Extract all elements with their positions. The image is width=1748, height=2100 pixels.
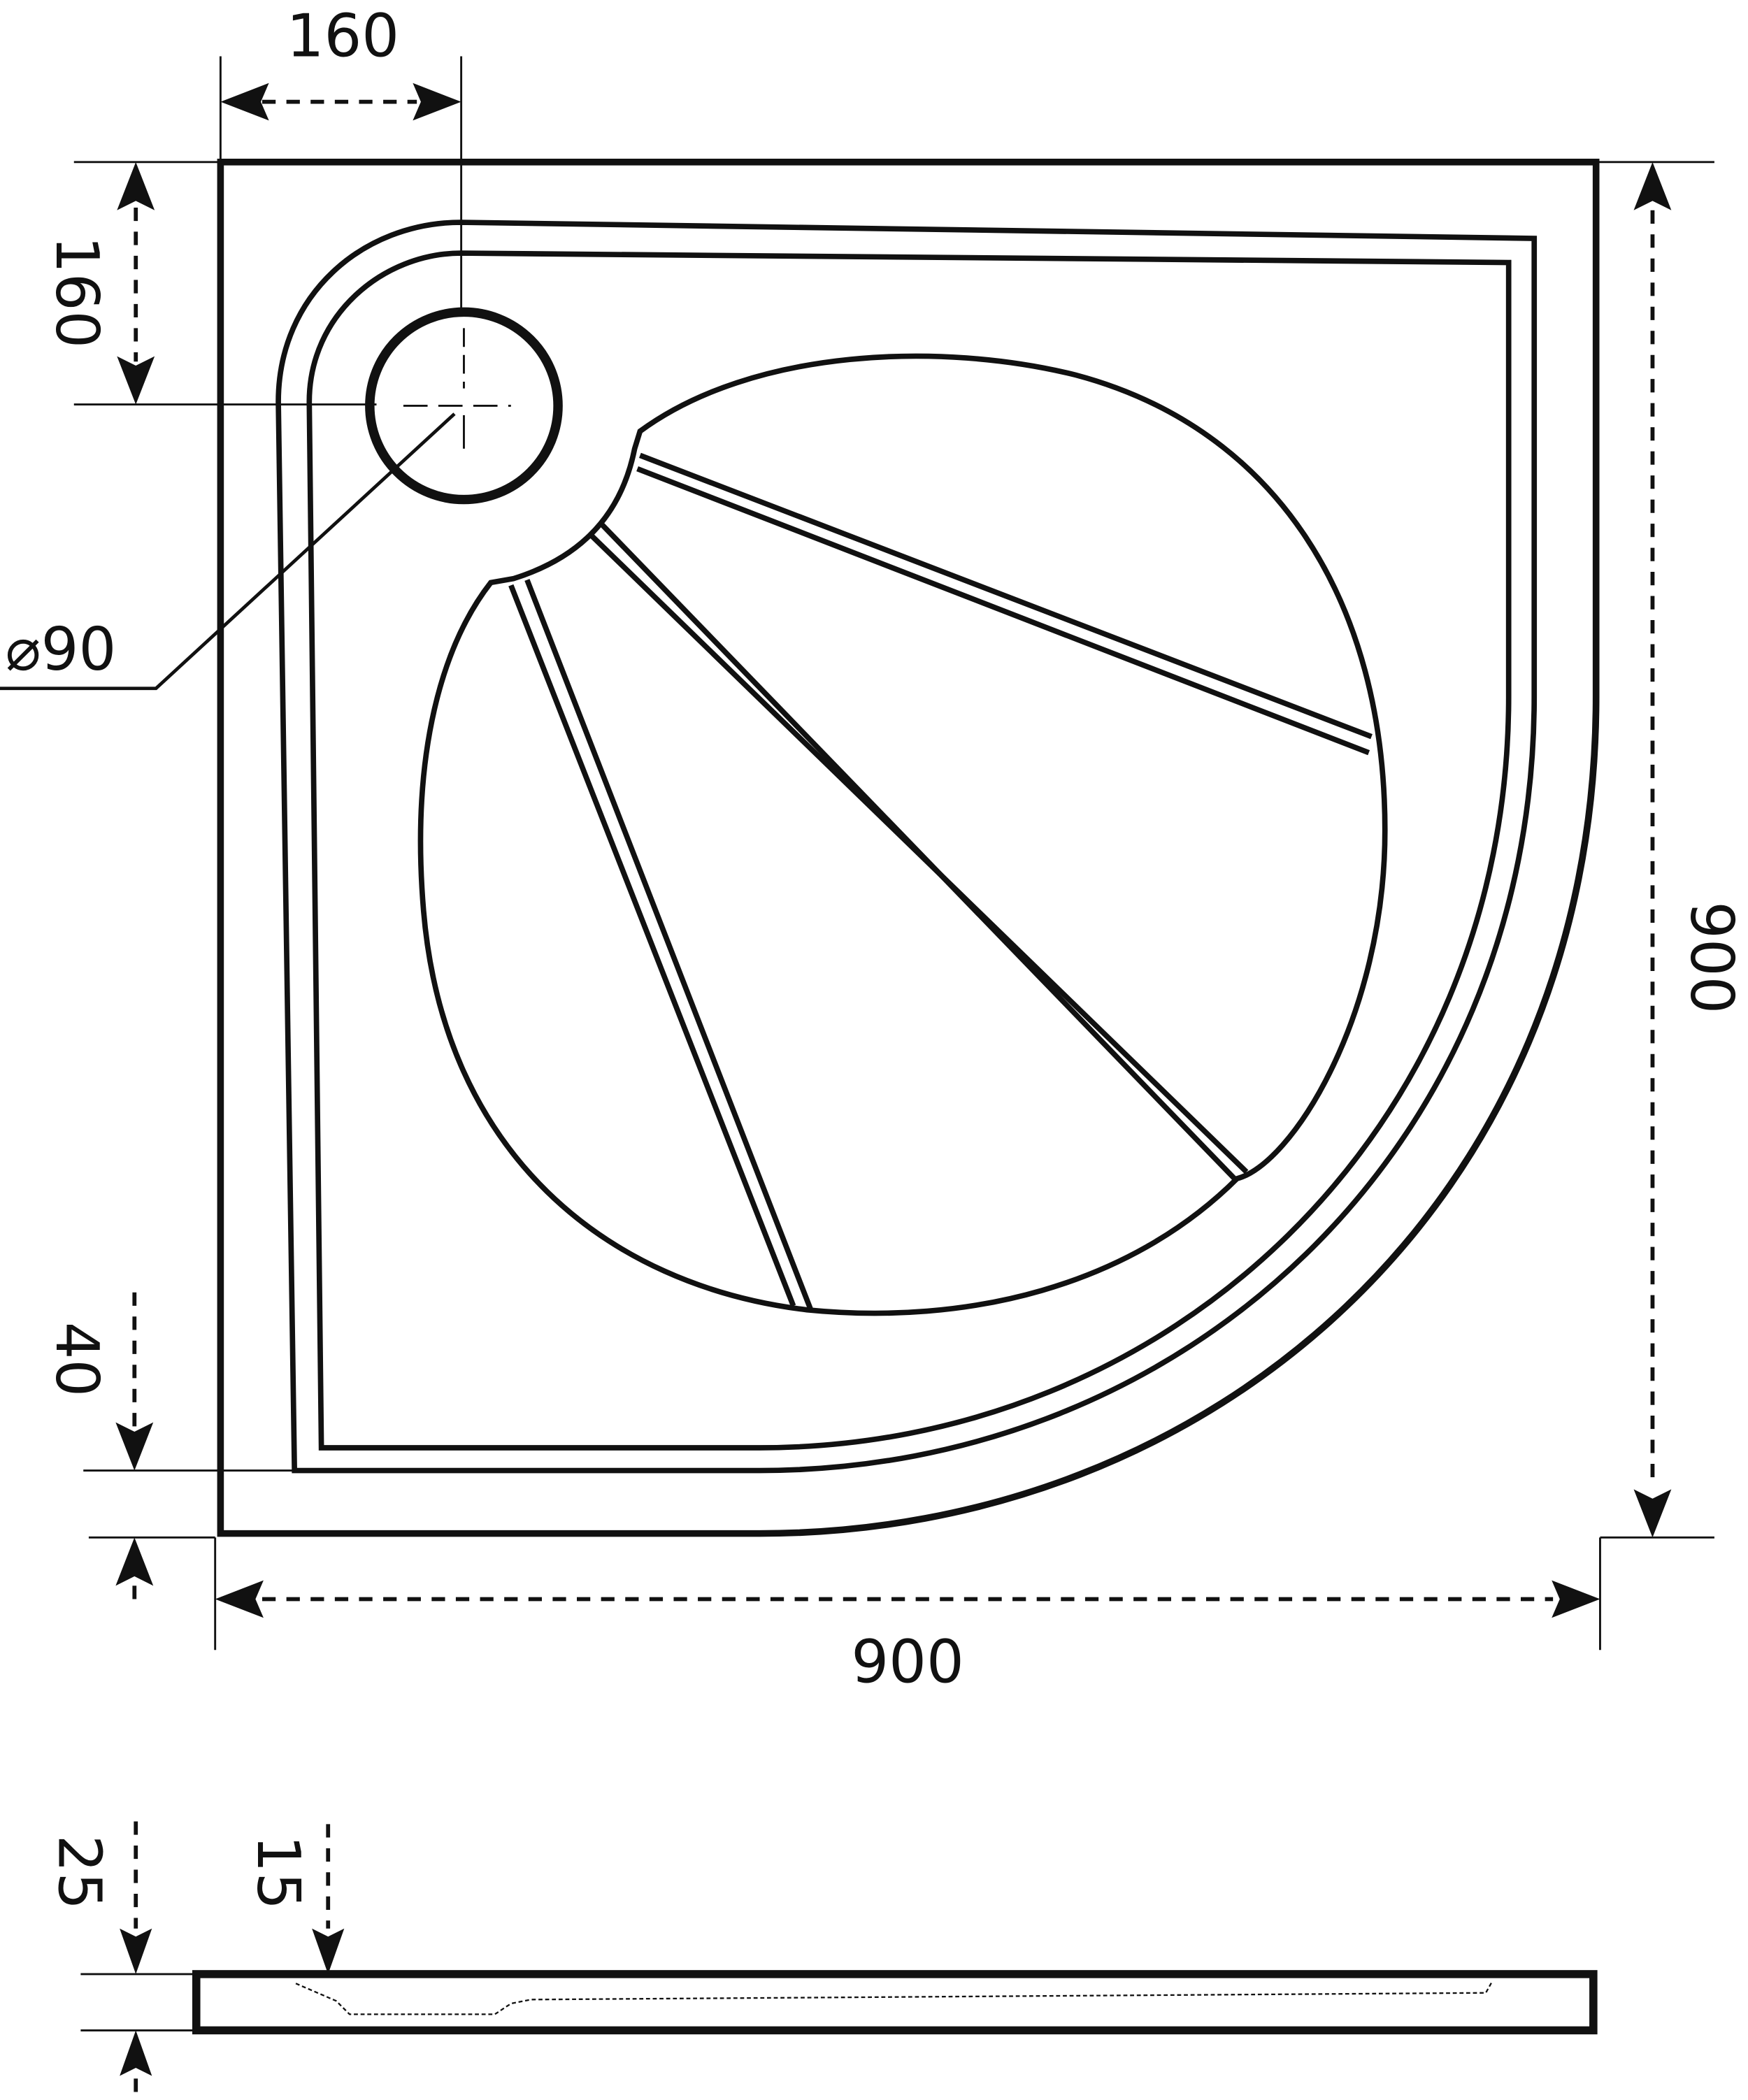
rim-outer-line [275, 220, 1538, 1474]
side-inner-profile [295, 1980, 1493, 2015]
side-view: 25 15 [45, 1821, 1598, 2100]
dim-label-900-bottom: 900 [851, 1627, 963, 1696]
dimension-900-horizontal: 900 [214, 1536, 1714, 1696]
dimension-160-vertical: 160 [43, 161, 377, 406]
dim-label-900-right: 900 [1677, 901, 1746, 1014]
dim-label-15: 15 [244, 1835, 313, 1910]
dim-label-40: 40 [43, 1322, 111, 1397]
side-profile-outline [192, 1970, 1598, 2035]
dim-label-25: 25 [45, 1835, 114, 1910]
rim-inner-line [306, 250, 1512, 1451]
dimension-40: 40 [43, 1292, 295, 1607]
plan-view [217, 159, 1600, 1537]
radial-ribs [508, 452, 1373, 1311]
dimension-diameter-90: ⌀90 [0, 412, 456, 691]
dim-label-diameter: ⌀90 [6, 615, 117, 684]
dimension-160-horizontal: 160 [219, 2, 463, 308]
dim-label-160-top: 160 [287, 2, 399, 71]
dimension-900-vertical: 900 [1596, 161, 1746, 1538]
tray-outer-outline [217, 159, 1600, 1537]
drain-circle [365, 307, 563, 505]
basin-outline [417, 353, 1388, 1316]
dim-label-160-left: 160 [43, 236, 111, 348]
